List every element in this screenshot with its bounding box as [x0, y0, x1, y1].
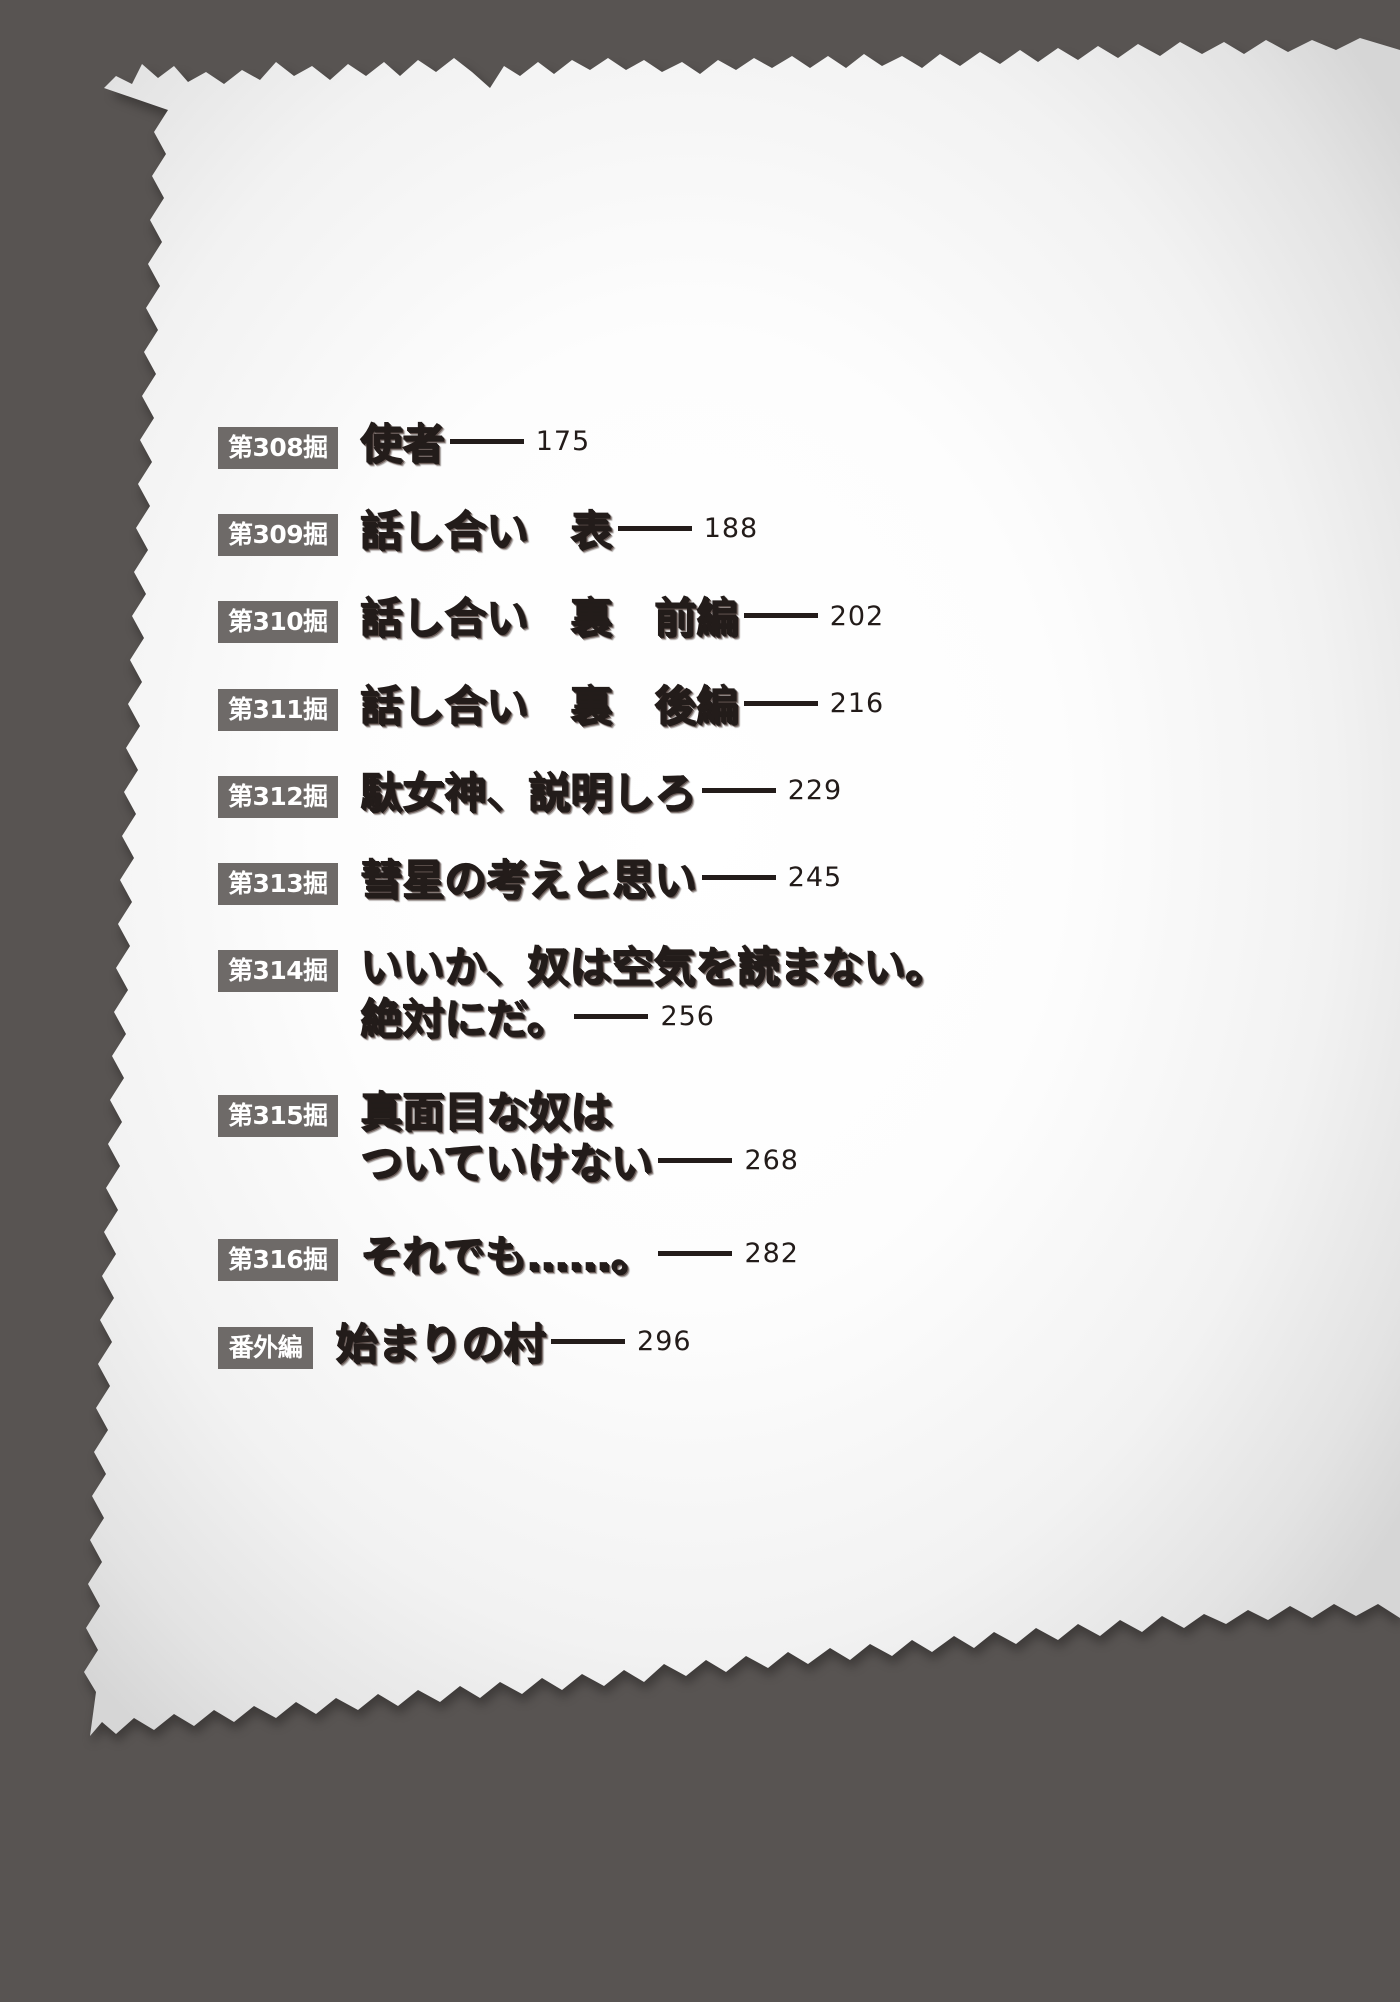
toc-entry[interactable]: 第308掘 使者 175	[218, 418, 1338, 469]
chapter-title-line: 始まりの村 296	[335, 1318, 692, 1369]
toc-entry-list: 第308掘 使者 175 第309掘 話し合い 表 188 第310掘 話し合い 裏…	[218, 418, 1338, 1405]
chapter-badge: 番外編	[218, 1326, 313, 1369]
leader-and-page: 216	[738, 681, 885, 730]
leader-rule	[658, 1158, 733, 1164]
leader-and-page: 202	[738, 593, 885, 642]
leader-and-page: 175	[444, 419, 591, 468]
page-number: 256	[660, 1000, 715, 1032]
leader-and-page: 188	[612, 506, 759, 555]
chapter-title-line: ついていけない 268	[360, 1137, 799, 1188]
chapter-title-text: 真面目な奴は	[359, 1086, 612, 1136]
chapter-title-text: 話し合い 裏 前編	[359, 593, 738, 643]
leader-and-page: 256	[568, 994, 715, 1043]
page-number: 175	[535, 426, 591, 458]
page-number: 202	[829, 600, 885, 632]
leader-and-page: 245	[696, 855, 843, 904]
toc-entry[interactable]: 第313掘 彗星の考えと思い 245	[218, 854, 1338, 906]
page-number: 268	[744, 1145, 799, 1177]
chapter-title-line: それでも……。 282	[360, 1230, 799, 1281]
leader-rule	[701, 787, 776, 793]
leader-rule	[449, 439, 524, 444]
chapter-title-text: ついていけない	[359, 1138, 653, 1188]
leader-rule	[574, 1013, 649, 1019]
leader-and-page: 282	[652, 1231, 799, 1280]
toc-entry[interactable]: 第311掘 話し合い 裏 後編 216	[218, 680, 1338, 731]
toc-entry[interactable]: 第312掘 駄女神、説明しろ 229	[218, 767, 1338, 818]
leader-rule	[658, 1251, 733, 1257]
leader-rule	[701, 875, 776, 881]
chapter-title-text: いいか、奴は空気を読まない。	[359, 942, 947, 992]
leader-rule	[743, 700, 818, 706]
chapter-title-text: 話し合い 裏 後編	[359, 680, 738, 730]
chapter-badge: 第314掘	[218, 950, 338, 993]
chapter-title-line: いいか、奴は空気を読まない。	[360, 941, 947, 992]
chapter-title-line: 絶対にだ。 256	[360, 993, 947, 1044]
chapter-title-block: 話し合い 裏 後編 216	[360, 680, 885, 731]
page-number: 188	[703, 513, 759, 545]
chapter-title-line: 彗星の考えと思い 245	[360, 854, 843, 905]
toc-entry[interactable]: 第309掘 話し合い 表 188	[218, 505, 1338, 557]
toc-entry[interactable]: 第316掘 それでも……。 282	[218, 1230, 1338, 1282]
toc-entry[interactable]: 第315掘 真面目な奴は ついていけない 268	[218, 1086, 1338, 1188]
chapter-title-block: 話し合い 表 188	[360, 505, 759, 556]
chapter-title-text: 使者	[359, 419, 444, 468]
chapter-badge: 第308掘	[218, 427, 338, 469]
page-number: 245	[787, 862, 843, 894]
leader-rule	[617, 526, 692, 532]
page-number: 296	[637, 1325, 692, 1357]
chapter-title-line: 話し合い 裏 前編 202	[360, 592, 885, 643]
chapter-title-text: それでも……。	[359, 1231, 653, 1281]
chapter-badge: 第309掘	[218, 514, 338, 557]
chapter-title-text: 話し合い 表	[359, 506, 612, 556]
toc-entry[interactable]: 第310掘 話し合い 裏 前編 202	[218, 592, 1338, 644]
leader-and-page: 268	[652, 1138, 799, 1187]
leader-and-page: 296	[545, 1319, 692, 1368]
chapter-title-block: 彗星の考えと思い 245	[360, 854, 843, 905]
chapter-badge: 第316掘	[218, 1239, 338, 1282]
chapter-title-text: 駄女神、説明しろ	[359, 767, 696, 817]
page-number: 229	[787, 774, 843, 806]
chapter-title-line: 使者 175	[360, 418, 591, 469]
chapter-title-line: 話し合い 裏 後編 216	[360, 680, 885, 731]
chapter-title-block: 使者 175	[360, 418, 591, 469]
chapter-title-line: 真面目な奴は	[360, 1086, 799, 1137]
leader-rule	[551, 1338, 626, 1344]
chapter-title-block: いいか、奴は空気を読まない。 絶対にだ。 256	[360, 941, 947, 1043]
chapter-title-line: 駄女神、説明しろ 229	[360, 767, 843, 818]
toc-entry[interactable]: 第314掘 いいか、奴は空気を読まない。 絶対にだ。 256	[218, 941, 1338, 1043]
chapter-title-text: 始まりの村	[335, 1318, 546, 1368]
leader-and-page: 229	[696, 768, 843, 817]
chapter-title-block: 真面目な奴は ついていけない 268	[360, 1086, 799, 1188]
chapter-title-block: 駄女神、説明しろ 229	[360, 767, 843, 818]
chapter-title-block: 話し合い 裏 前編 202	[360, 592, 885, 643]
chapter-title-block: それでも……。 282	[360, 1230, 799, 1281]
chapter-badge: 第315掘	[218, 1094, 338, 1137]
page-number: 216	[829, 687, 885, 719]
leader-rule	[743, 613, 818, 619]
chapter-title-text: 彗星の考えと思い	[359, 855, 696, 905]
chapter-badge: 第313掘	[218, 863, 338, 906]
chapter-badge: 第311掘	[218, 688, 338, 731]
page-number: 282	[744, 1238, 799, 1270]
chapter-badge: 第310掘	[218, 601, 338, 644]
chapter-title-text: 絶対にだ。	[359, 993, 569, 1043]
chapter-title-line: 話し合い 表 188	[360, 505, 759, 556]
chapter-title-block: 始まりの村 296	[335, 1318, 692, 1369]
toc-entry[interactable]: 番外編 始まりの村 296	[218, 1318, 1338, 1369]
chapter-badge: 第312掘	[218, 775, 338, 818]
